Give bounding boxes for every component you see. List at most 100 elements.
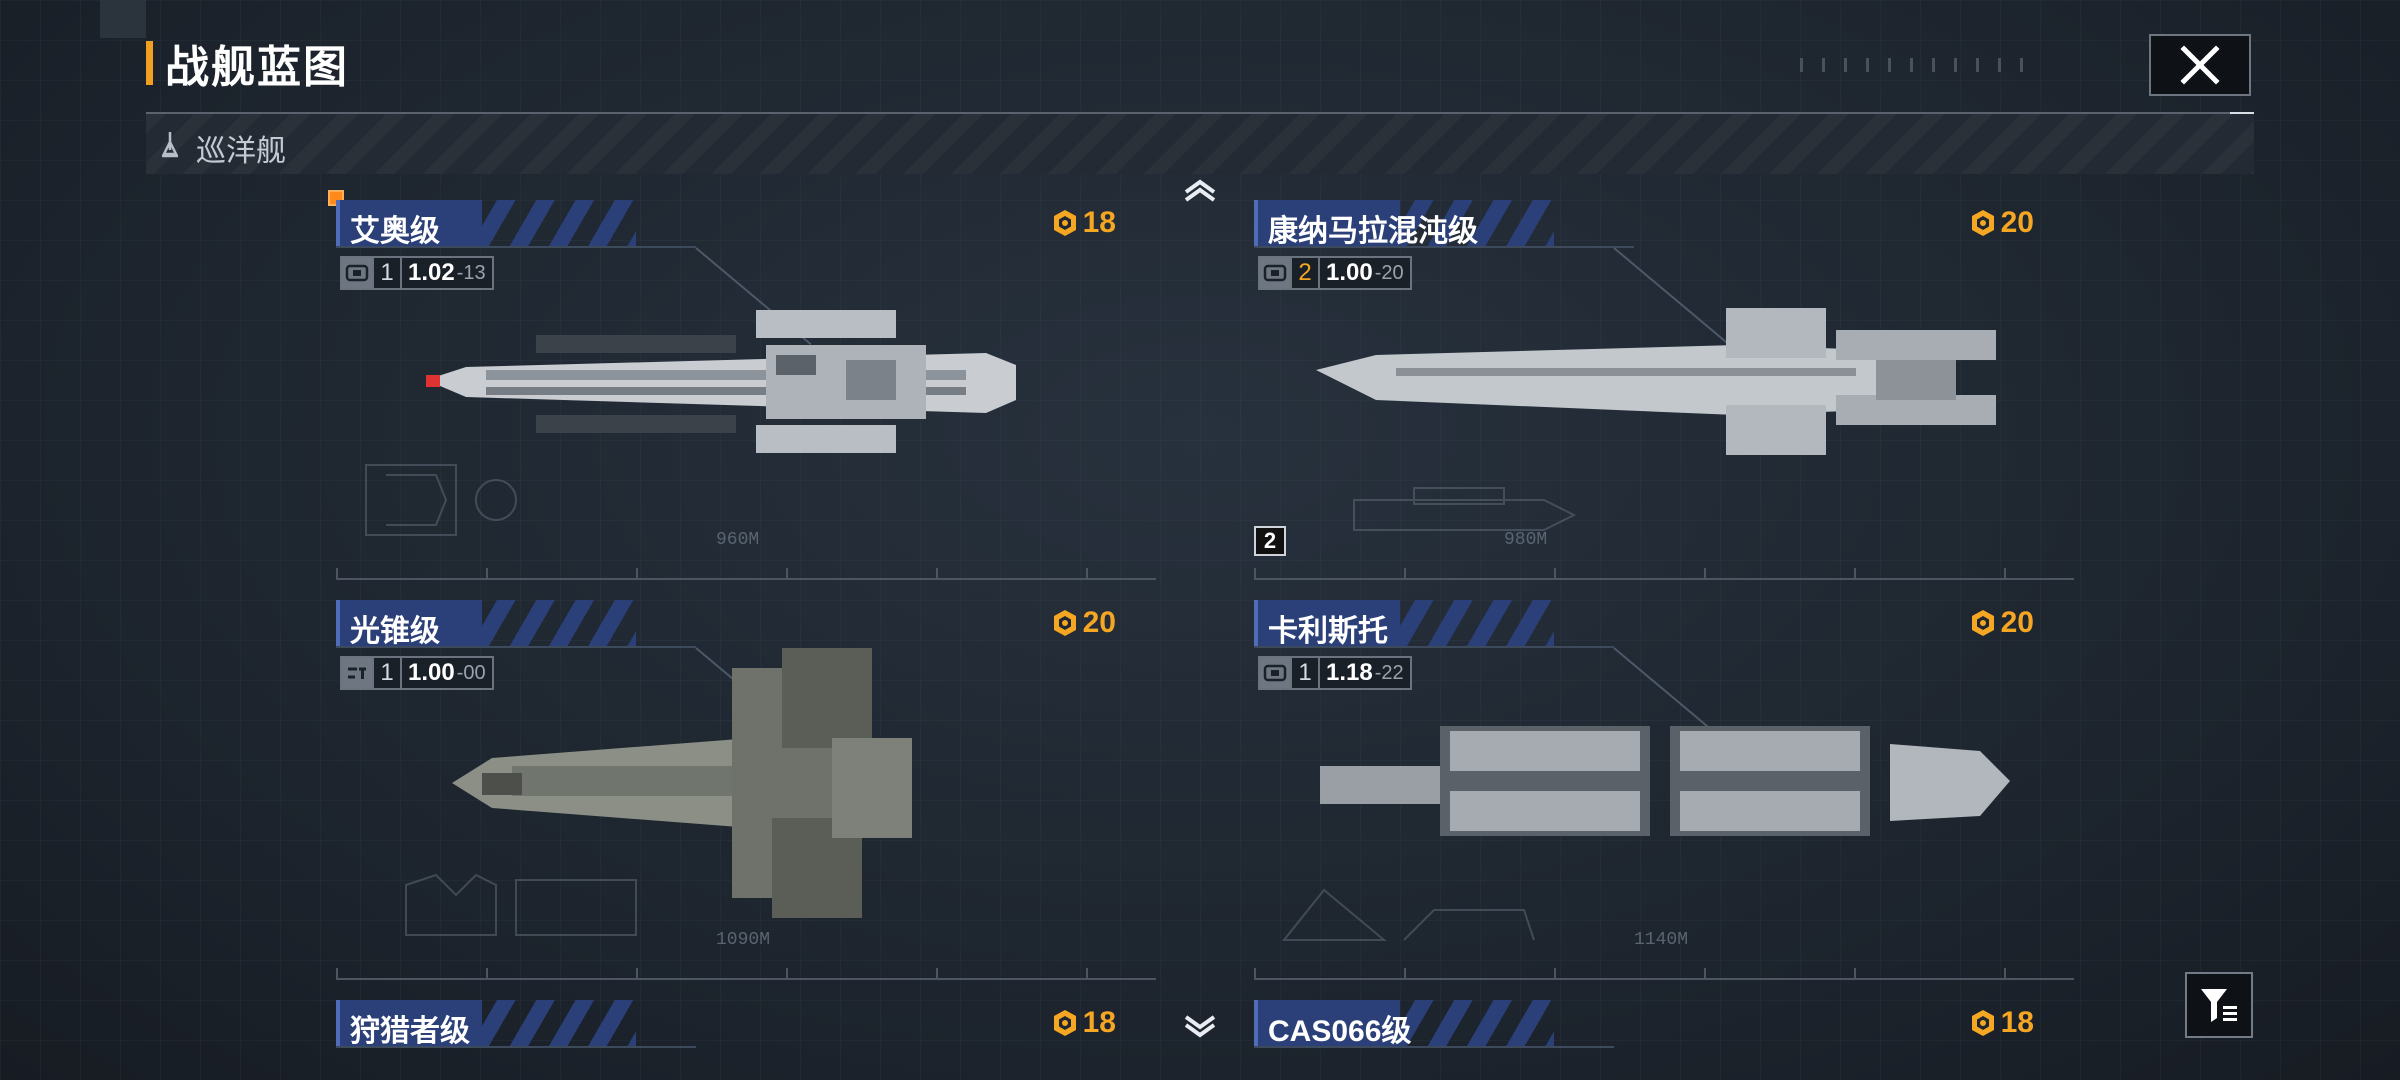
header-ticks: [1800, 58, 2030, 72]
ship-name: CAS066级: [1268, 1015, 1412, 1048]
chevron-up-icon[interactable]: [1182, 176, 1218, 204]
ship-level: 1: [1292, 658, 1320, 688]
category-label: 巡洋舰: [196, 135, 286, 168]
card-frame-ticks: [336, 968, 1156, 978]
schematic-drawing: [1264, 850, 1544, 955]
ship-name: 艾奥级: [350, 215, 440, 248]
ship-level: 1: [374, 258, 402, 288]
card-frame: [336, 578, 1156, 580]
ship-image: [452, 648, 912, 918]
ship-stats: 1 1.00-00: [340, 656, 494, 690]
ship-card[interactable]: 光锥级 20 1 1.00-00 1090M: [336, 600, 1156, 980]
name-underline: [1254, 246, 1634, 248]
ship-value: 1.00-00: [402, 658, 492, 688]
value-main: 1.18: [1326, 659, 1373, 686]
cost-display: 18: [1969, 1006, 2034, 1040]
schematic-drawing: [396, 865, 646, 960]
card-frame-ticks: [336, 568, 1156, 578]
value-main: 1.00: [1326, 259, 1373, 286]
cost-icon: [1053, 610, 1076, 636]
ship-stats: 2 1.00-20: [1258, 256, 1412, 290]
ship-name: 光锥级: [350, 615, 440, 648]
cost-display: 18: [1051, 206, 1116, 240]
ship-name: 康纳马拉混沌级: [1268, 215, 1478, 248]
ship-value: 1.18-22: [1320, 658, 1410, 688]
ship-length: 980M: [1504, 530, 1548, 550]
name-underline: [336, 646, 696, 648]
value-delta: -13: [456, 261, 486, 284]
ship-length: 1140M: [1634, 930, 1689, 950]
title-text: 战舰蓝图: [165, 43, 349, 92]
cost-value: 18: [2000, 1006, 2034, 1039]
filter-button[interactable]: [2185, 972, 2253, 1038]
cost-display: 18: [1051, 1006, 1116, 1040]
cost-value: 18: [1082, 206, 1116, 239]
ship-name: 卡利斯托: [1268, 615, 1388, 648]
cost-display: 20: [1969, 606, 2034, 640]
barrel-icon: [342, 258, 374, 288]
cost-value: 20: [1082, 606, 1116, 639]
name-underline: [1254, 646, 1614, 648]
ship-name: 狩猎者级: [350, 1015, 470, 1048]
barrel-icon: [1260, 658, 1292, 688]
ship-name-tag: CAS066级: [1254, 1000, 1554, 1048]
cost-icon: [1971, 1010, 1994, 1036]
close-icon: [2180, 45, 2220, 85]
barrel-icon: [1260, 258, 1292, 288]
ship-name-tag: 康纳马拉混沌级: [1254, 200, 1554, 248]
ship-name-tag: 卡利斯托: [1254, 600, 1554, 648]
card-frame: [1254, 978, 2074, 980]
cost-value: 20: [2000, 206, 2034, 239]
ship-card[interactable]: 卡利斯托 20 1 1.18-22 1140M: [1254, 600, 2074, 980]
ship-card[interactable]: 艾奥级 18 1 1.02-13 960M: [336, 200, 1156, 580]
cost-value: 18: [1082, 1006, 1116, 1039]
ship-length: 960M: [716, 530, 760, 550]
page-title: 战舰蓝图: [146, 38, 349, 92]
value-main: 1.00: [408, 659, 455, 686]
cost-icon: [1053, 210, 1076, 236]
ship-level: 1: [374, 658, 402, 688]
ship-level: 2: [1292, 258, 1320, 288]
ship-stats: 1 1.02-13: [340, 256, 494, 290]
card-frame-ticks: [1254, 968, 2074, 978]
ship-card[interactable]: 康纳马拉混沌级 20 2 1.00-20 2 980M: [1254, 200, 2074, 580]
cruiser-icon: [161, 132, 179, 158]
schematic-drawing: [346, 455, 546, 550]
ship-stats: 1 1.18-22: [1258, 656, 1412, 690]
ship-name-tag: 艾奥级: [336, 200, 636, 248]
cost-icon: [1053, 1010, 1076, 1036]
cost-display: 20: [1051, 606, 1116, 640]
cost-icon: [1971, 610, 1994, 636]
value-delta: -00: [456, 661, 486, 684]
count-badge: 2: [1254, 526, 1286, 556]
ship-image: [426, 310, 1016, 453]
ship-value: 1.02-13: [402, 258, 492, 288]
card-frame: [336, 978, 1156, 980]
name-underline: [336, 246, 696, 248]
corner-decoration: [100, 0, 146, 38]
ship-image: [1320, 726, 2010, 836]
title-accent: [146, 41, 153, 85]
schematic-drawing: [1344, 480, 1584, 555]
cost-value: 20: [2000, 606, 2034, 639]
filter-icon: [2201, 989, 2237, 1022]
card-frame: [1254, 578, 2074, 580]
name-underline: [336, 1046, 696, 1048]
ship-card[interactable]: CAS066级 18: [1254, 1000, 2074, 1080]
ship-length: 1090M: [716, 930, 771, 950]
category-bar[interactable]: 巡洋舰: [146, 112, 2254, 174]
cost-icon: [1971, 210, 1994, 236]
value-main: 1.02: [408, 259, 455, 286]
ship-card[interactable]: 狩猎者级 18: [336, 1000, 1156, 1080]
close-button[interactable]: [2149, 34, 2251, 96]
card-frame-ticks: [1254, 568, 2074, 578]
ship-value: 1.00-20: [1320, 258, 1410, 288]
ship-image: [1316, 308, 1996, 455]
value-delta: -22: [1374, 661, 1404, 684]
ship-name-tag: 光锥级: [336, 600, 636, 648]
name-underline: [1254, 1046, 1614, 1048]
value-delta: -20: [1374, 261, 1404, 284]
st-icon: [342, 658, 374, 688]
cost-display: 20: [1969, 206, 2034, 240]
chevron-down-icon[interactable]: [1182, 1013, 1218, 1041]
